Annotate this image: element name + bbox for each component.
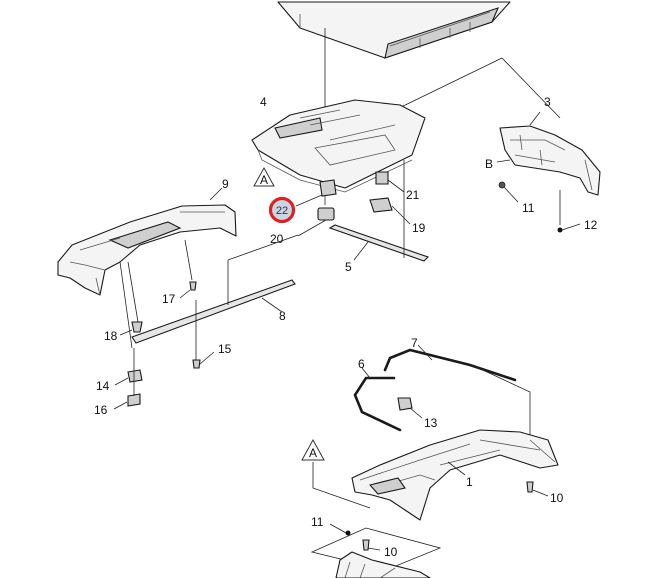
callout-b: B: [485, 157, 493, 171]
callout-labels: 4 3 B 11 12 9 21 19 20 5 17 8 18 15 14 1…: [94, 95, 598, 559]
callout-1: 1: [466, 475, 473, 489]
frame-part-1: [351, 429, 559, 521]
clip-part-19: [369, 197, 411, 225]
clip-part-21: [375, 171, 405, 193]
marker-a-label-bottom: A: [309, 446, 317, 460]
marker-a-label-top: A: [260, 173, 268, 187]
highlighted-callout-22[interactable]: 22: [268, 196, 296, 224]
callout-5: 5: [345, 260, 352, 274]
clip-part-16: [113, 393, 141, 410]
reference-marker-a-bottom: A: [301, 438, 325, 461]
reference-marker-a-top: A: [253, 166, 275, 187]
callout-17: 17: [162, 292, 176, 306]
screw-part-11-bottom: [329, 523, 351, 536]
callout-8: 8: [279, 309, 286, 323]
callout-19: 19: [412, 221, 426, 235]
callout-11-top: 11: [522, 201, 535, 215]
clip-part-14: [114, 369, 143, 386]
callout-22-label: 22: [276, 205, 288, 217]
headliner-part-4: [251, 99, 426, 193]
callout-15: 15: [218, 342, 232, 356]
screw-part-18: [119, 321, 143, 336]
wire-harness-part-6: [353, 367, 402, 432]
callout-14: 14: [96, 379, 110, 393]
callout-6: 6: [358, 357, 365, 371]
clip-part-20: [297, 207, 335, 237]
rear-frame-partial: [335, 551, 431, 578]
screw-part-15: [192, 351, 215, 369]
clip-part-13: [397, 397, 423, 419]
wire-harness-part-7: [383, 344, 517, 382]
strip-part-5: [328, 224, 430, 262]
callout-10-bottom: 10: [384, 545, 398, 559]
callout-12: 12: [584, 218, 598, 232]
callout-20: 20: [270, 232, 284, 246]
callout-18: 18: [104, 329, 118, 343]
callout-10-right: 10: [550, 491, 564, 505]
rear-trim-panel-part-3: [496, 111, 601, 233]
screw-part-10-right: [526, 481, 549, 497]
cab-roof-assembly: [277, 1, 511, 59]
callout-3: 3: [544, 95, 551, 109]
screw-part-10-bottom: [362, 539, 381, 551]
callout-4: 4: [260, 95, 267, 109]
clip-part-22: [295, 179, 337, 207]
callout-11-bottom: 11: [311, 515, 324, 529]
screw-part-17: [179, 281, 197, 299]
callout-7: 7: [411, 336, 418, 350]
strip-part-8: [131, 279, 296, 344]
callout-21: 21: [406, 188, 420, 202]
callout-9: 9: [222, 177, 229, 191]
side-trim-panel-part-9: [57, 187, 237, 296]
callout-13: 13: [424, 416, 438, 430]
callout-16: 16: [94, 403, 108, 417]
